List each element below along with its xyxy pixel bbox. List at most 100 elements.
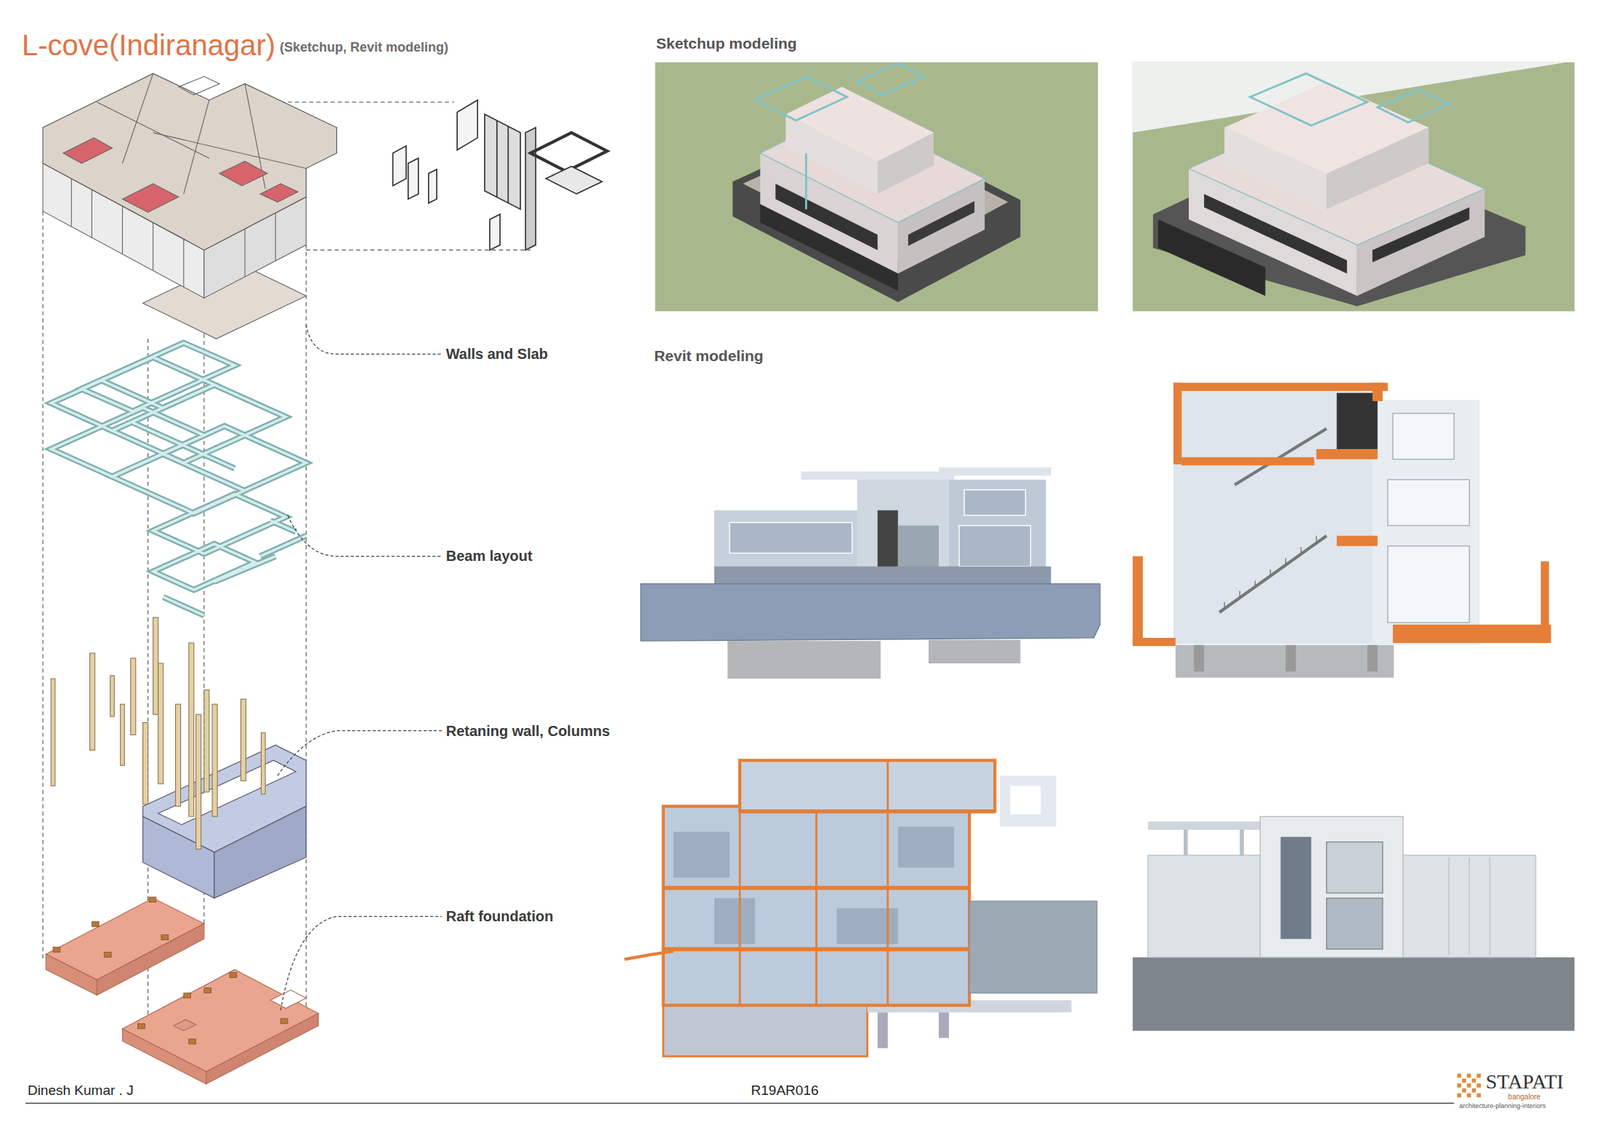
walls-slab-model <box>42 73 337 250</box>
revit-section <box>1132 382 1552 678</box>
logo-mark <box>1467 1093 1472 1098</box>
leader-line <box>305 324 442 355</box>
revit-elevation <box>800 471 955 480</box>
window-parts <box>530 132 607 172</box>
logo-mark <box>1472 1078 1477 1083</box>
walls-slab-model <box>42 73 337 339</box>
raft-foundation <box>96 923 204 995</box>
column <box>153 617 159 715</box>
revit-section <box>1316 449 1378 460</box>
walls-slab-model <box>122 206 123 255</box>
beam-grid <box>50 342 306 616</box>
column <box>175 704 181 806</box>
walls-slab-model <box>260 183 298 202</box>
foundation-pad <box>138 1023 146 1029</box>
walls-slab-model <box>71 178 72 227</box>
walls-slab-model <box>183 239 184 288</box>
foundation-pad <box>280 1018 288 1024</box>
register-number: R19AR016 <box>751 1082 819 1099</box>
column <box>204 690 210 793</box>
raft-foundation <box>122 1028 207 1085</box>
revit-section <box>1387 479 1470 526</box>
window-parts <box>428 169 437 203</box>
foundation-pad <box>229 972 237 979</box>
revit-elevation <box>877 510 899 572</box>
raft-foundation <box>45 898 319 1085</box>
column <box>158 663 164 785</box>
sketchup-render <box>1377 90 1449 123</box>
leader-line <box>277 324 442 1011</box>
raft-foundation <box>45 954 97 995</box>
section-heading: Revit modeling <box>653 347 764 365</box>
retaining-wall <box>143 816 215 899</box>
revit-section <box>738 811 742 1006</box>
sketchup-render <box>908 201 975 247</box>
revit-section <box>1285 645 1296 673</box>
logo-mark <box>1476 1083 1481 1088</box>
revit-section <box>938 1012 949 1038</box>
leader-line <box>280 916 442 1010</box>
revit-section <box>1336 393 1378 450</box>
retaining-wall <box>214 806 306 899</box>
walls-slab-model <box>91 189 93 238</box>
revit-section <box>624 760 995 1005</box>
revit-section <box>886 760 889 1005</box>
column <box>110 675 115 717</box>
revit-section <box>673 831 730 878</box>
revit-section <box>714 898 755 944</box>
logo-city: bangalore <box>1508 1092 1541 1102</box>
retaining-wall <box>143 744 307 899</box>
window-parts <box>457 100 478 151</box>
column <box>196 714 202 849</box>
logo-mark <box>1472 1088 1477 1093</box>
walls-slab-model <box>122 183 179 213</box>
revit-section <box>663 806 970 1006</box>
revit-section <box>1132 637 1176 646</box>
revit-section <box>1372 400 1480 646</box>
revit-section <box>624 951 673 960</box>
revit-section <box>1392 624 1552 644</box>
revit-elevation <box>928 640 1021 664</box>
foundation-pad <box>148 897 157 903</box>
section-heading: Sketchup modeling <box>656 34 798 53</box>
revit-elevation <box>959 525 1031 567</box>
walls-slab-model <box>183 100 210 195</box>
walls-slab-model <box>96 101 209 158</box>
revit-elevation <box>1239 829 1244 856</box>
callout-label: Retaning wall, Columns <box>446 722 611 739</box>
author-name: Dinesh Kumar . J <box>27 1082 134 1099</box>
sketchup-render <box>785 86 934 162</box>
revit-section <box>898 826 955 868</box>
revit-elevation <box>714 566 1051 585</box>
revit-elevation <box>964 489 1026 516</box>
column <box>90 653 96 750</box>
callout-label: Beam layout <box>446 547 533 565</box>
guide-line <box>42 211 43 960</box>
column <box>188 643 195 817</box>
revit-elevation <box>640 467 1101 679</box>
logo-mark <box>1467 1073 1472 1079</box>
window-parts <box>496 120 498 197</box>
revit-section <box>1009 786 1041 815</box>
revit-section <box>739 760 995 811</box>
logo-mark <box>1456 1083 1462 1088</box>
revit-section <box>1367 645 1378 673</box>
guide-line <box>42 101 531 1026</box>
revit-elevation <box>938 467 1051 476</box>
guide-line <box>305 249 531 251</box>
leader-line <box>277 730 442 777</box>
revit-elevation <box>1448 857 1449 956</box>
window-parts <box>507 126 510 203</box>
foundation-pad <box>53 897 288 1045</box>
leader-line <box>287 515 442 556</box>
foundation-pad <box>183 993 192 999</box>
window-parts <box>393 146 407 187</box>
revit-elevation <box>1489 857 1491 956</box>
window-parts <box>545 166 602 195</box>
revit-elevation <box>1259 816 1404 958</box>
revit-section <box>1336 535 1378 546</box>
sheet-title: L-cove(Indiranagar) <box>21 28 276 62</box>
logo-mark <box>1476 1093 1481 1098</box>
